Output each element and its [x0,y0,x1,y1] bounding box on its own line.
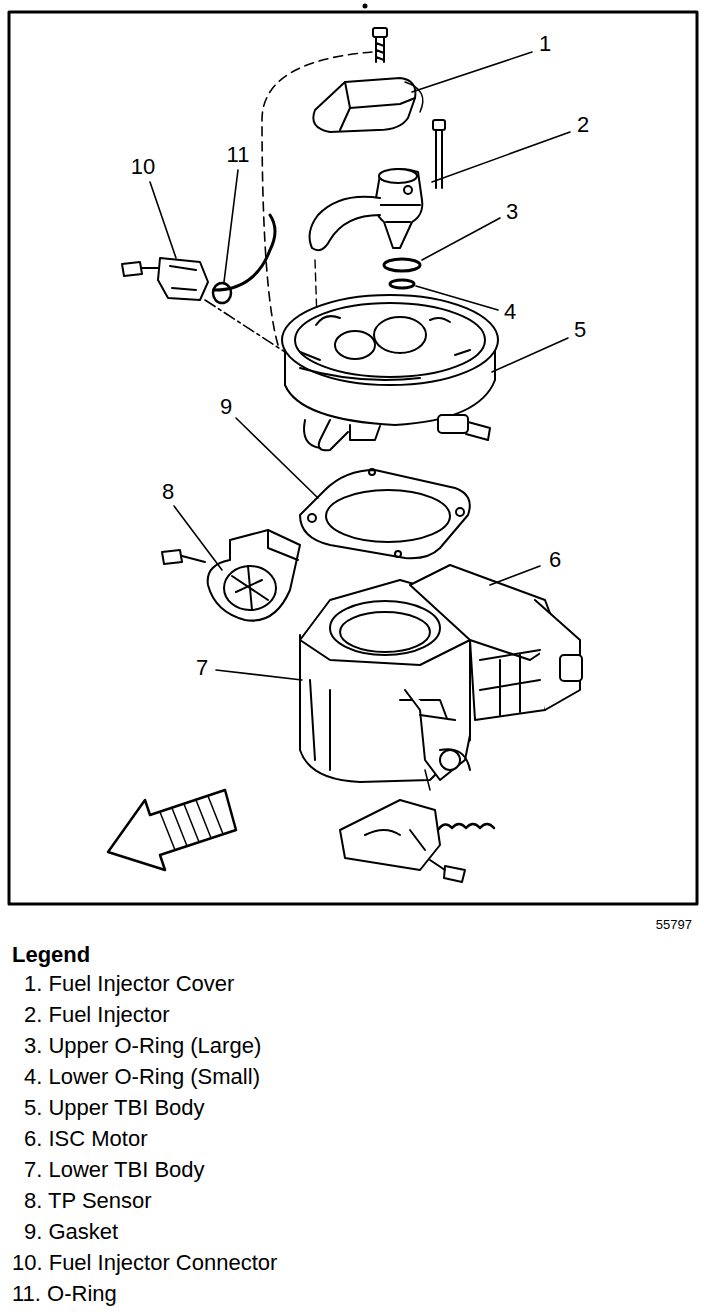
leader-lines [150,52,570,680]
callout-number: 5 [572,318,588,342]
o-ring [390,280,414,288]
spring [438,824,494,830]
legend-entry: 2. Fuel Injector [24,1003,170,1027]
gasket [300,469,470,558]
callout-number: 8 [160,480,176,504]
dot [364,5,367,8]
callout-number: 1 [537,32,553,56]
callout-number: 9 [218,395,234,419]
legend-entry: 5. Upper TBI Body [24,1096,205,1120]
legend-entry: 1. Fuel Injector Cover [24,972,234,996]
injector-cover [313,78,423,132]
frame [9,12,697,904]
direction-arrow [108,790,236,870]
callout-number: 7 [194,656,210,680]
injector-connector [122,215,275,303]
isc-motor [410,565,582,720]
callout-number: 4 [502,300,518,324]
callout-number: 2 [575,113,591,137]
callout-number: 6 [547,548,563,572]
screw [373,28,387,62]
figure-number: 55797 [656,918,692,932]
legend-entry: 4. Lower O-Ring (Small) [24,1065,260,1089]
tp-sensor [162,530,300,621]
legend-entry: 11. O-Ring [12,1282,117,1306]
legend-entry: 7. Lower TBI Body [24,1158,205,1182]
bracket [340,770,440,870]
upper-tbi-body [282,295,498,450]
o-ring [384,259,420,271]
screw [430,860,465,882]
legend-entry: 9. Gasket [24,1220,118,1244]
legend-heading: Legend [12,943,90,967]
callout-number: 11 [225,143,252,167]
fuel-injector [310,169,423,250]
callout-number: 10 [129,155,157,179]
guide-line [205,300,285,352]
legend-entry: 3. Upper O-Ring (Large) [24,1034,261,1058]
legend-entry: 8. TP Sensor [24,1189,152,1213]
legend-entry: 10. Fuel Injector Connector [12,1251,277,1275]
legend-entry: 6. ISC Motor [24,1127,147,1151]
callout-number: 3 [504,200,520,224]
